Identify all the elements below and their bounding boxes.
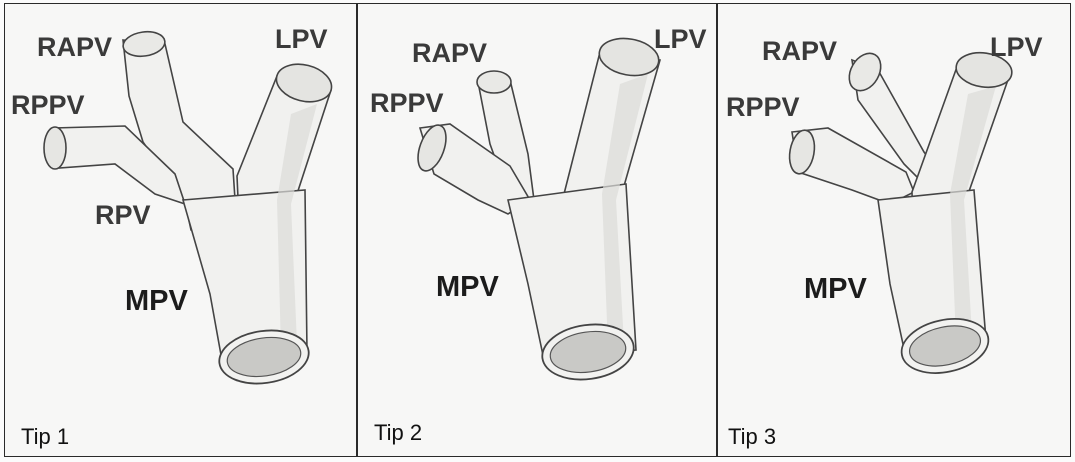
vessel-diagram-tip-2: RAPV RPPV LPV MPV Tip 2 — [358, 4, 718, 458]
vessel-diagram-tip-1: RAPV RPPV LPV RPV MPV Tip 1 — [5, 4, 358, 458]
label-rppv: RPPV — [11, 90, 85, 120]
tip-caption: Tip 1 — [21, 424, 69, 449]
label-mpv: MPV — [804, 273, 868, 305]
portal-vein-tree-tip-1 — [44, 29, 336, 389]
portal-vein-tree-tip-2 — [413, 34, 662, 385]
panel-tip-2: RAPV RPPV LPV MPV Tip 2 — [357, 3, 717, 457]
label-mpv: MPV — [436, 271, 500, 303]
panel-tip-1: RAPV RPPV LPV RPV MPV Tip 1 — [4, 3, 357, 457]
label-rpv: RPV — [95, 200, 151, 230]
label-rppv: RPPV — [726, 92, 800, 122]
label-rapv: RAPV — [412, 38, 487, 68]
label-lpv: LPV — [654, 24, 707, 54]
label-lpv: LPV — [275, 24, 328, 54]
rppv-opening — [44, 127, 66, 169]
panel-tip-3: RAPV RPPV LPV MPV Tip 3 — [717, 3, 1071, 457]
label-rapv: RAPV — [762, 36, 837, 66]
label-rapv: RAPV — [37, 32, 112, 62]
rapv-opening — [477, 71, 511, 93]
label-mpv: MPV — [125, 285, 189, 317]
vessel-diagram-tip-3: RAPV RPPV LPV MPV Tip 3 — [718, 4, 1072, 458]
tip-caption: Tip 2 — [374, 420, 422, 445]
tip-caption: Tip 3 — [728, 424, 776, 449]
label-lpv: LPV — [990, 32, 1043, 62]
label-rppv: RPPV — [370, 88, 444, 118]
portal-vein-tree-tip-3 — [786, 48, 1014, 381]
